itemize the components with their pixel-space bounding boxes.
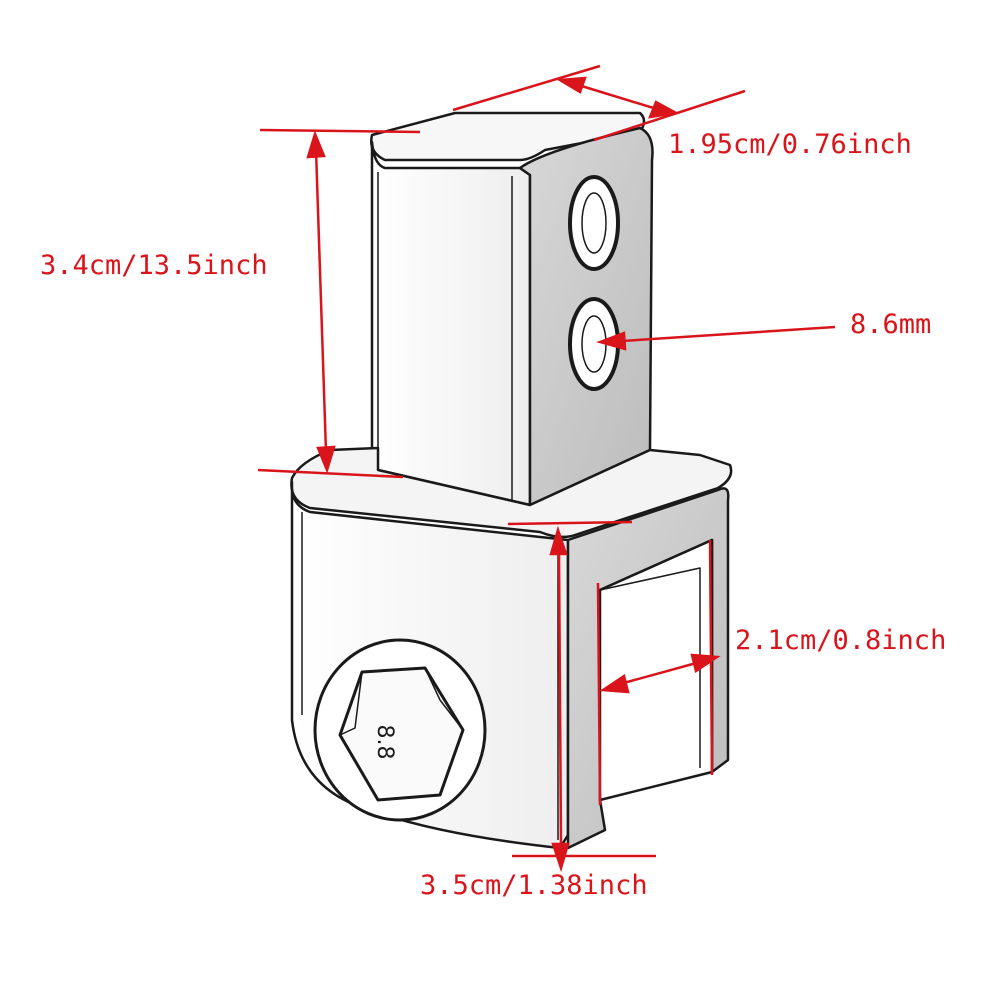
bottom-height-label: 3.5cm/1.38inch bbox=[420, 870, 648, 901]
height-ext-top bbox=[259, 128, 421, 134]
top-width-label: 1.95cm/0.76inch bbox=[668, 129, 912, 160]
bottom-arrow-bottom bbox=[551, 842, 570, 873]
slot-ext-left bbox=[596, 582, 602, 806]
width-ext-right bbox=[593, 89, 746, 142]
bottom-arrow-top bbox=[549, 525, 568, 556]
width-arrow-right bbox=[648, 100, 680, 119]
height-ext-bottom bbox=[257, 468, 404, 479]
height-dim-line bbox=[314, 149, 328, 453]
upper-hole-inner bbox=[581, 192, 607, 254]
dimension-lines bbox=[257, 64, 836, 873]
hex-bolt: 8.8 bbox=[313, 638, 487, 822]
height-arrow-bottom bbox=[316, 445, 336, 474]
upper-post-front-face bbox=[370, 140, 532, 507]
slot-dim-line bbox=[619, 660, 701, 686]
upper-post bbox=[370, 111, 654, 507]
bolt-marking: 8.8 bbox=[372, 725, 397, 760]
height-arrow-top bbox=[306, 130, 326, 159]
slot-width-label: 2.1cm/0.8inch bbox=[735, 625, 947, 656]
width-arrow-left bbox=[556, 76, 587, 94]
hole-leader bbox=[621, 325, 836, 343]
slot-arrow-right bbox=[690, 653, 721, 674]
width-dim-line bbox=[574, 82, 661, 112]
upper-hole bbox=[568, 175, 620, 271]
width-ext-left bbox=[452, 64, 601, 112]
top-height-label: 3.4cm/13.5inch bbox=[40, 250, 268, 281]
bottom-dim-line bbox=[557, 551, 563, 847]
bottom-ext-top bbox=[507, 520, 633, 526]
hole-diameter-label: 8.6mm bbox=[850, 309, 932, 340]
hole-arrow bbox=[595, 331, 627, 351]
slot-arrow-left bbox=[599, 673, 630, 694]
